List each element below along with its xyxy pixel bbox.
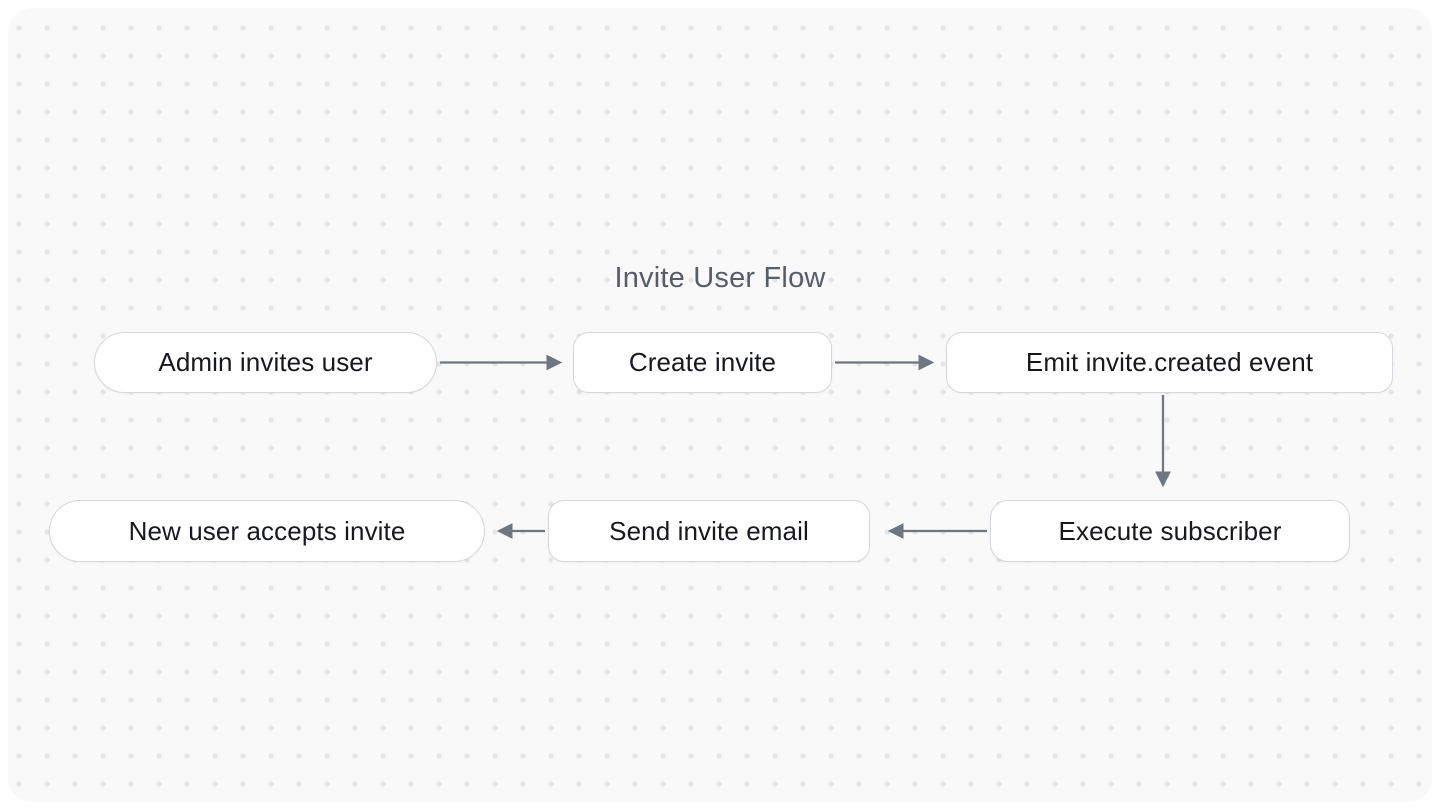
diagram-title: Invite User Flow [614, 262, 826, 294]
flow-canvas[interactable]: Invite User Flow [8, 8, 1432, 802]
flow-node-admin-invites-user[interactable]: Admin invites user [94, 332, 437, 393]
node-label: New user accepts invite [128, 515, 406, 546]
flow-node-create-invite[interactable]: Create invite [573, 332, 832, 393]
flow-node-emit-invite-created-event[interactable]: Emit invite.created event [946, 332, 1393, 393]
flow-node-new-user-accepts-invite[interactable]: New user accepts invite [49, 500, 485, 562]
node-label: Admin invites user [158, 347, 373, 377]
node-label: Execute subscriber [1058, 515, 1282, 546]
node-label: Emit invite.created event [1025, 347, 1314, 377]
node-label: Send invite email [609, 515, 809, 546]
flow-node-execute-subscriber[interactable]: Execute subscriber [990, 500, 1350, 562]
node-label: Create invite [628, 347, 777, 377]
flow-node-send-invite-email[interactable]: Send invite email [548, 500, 870, 562]
edges-layer [440, 354, 1171, 539]
